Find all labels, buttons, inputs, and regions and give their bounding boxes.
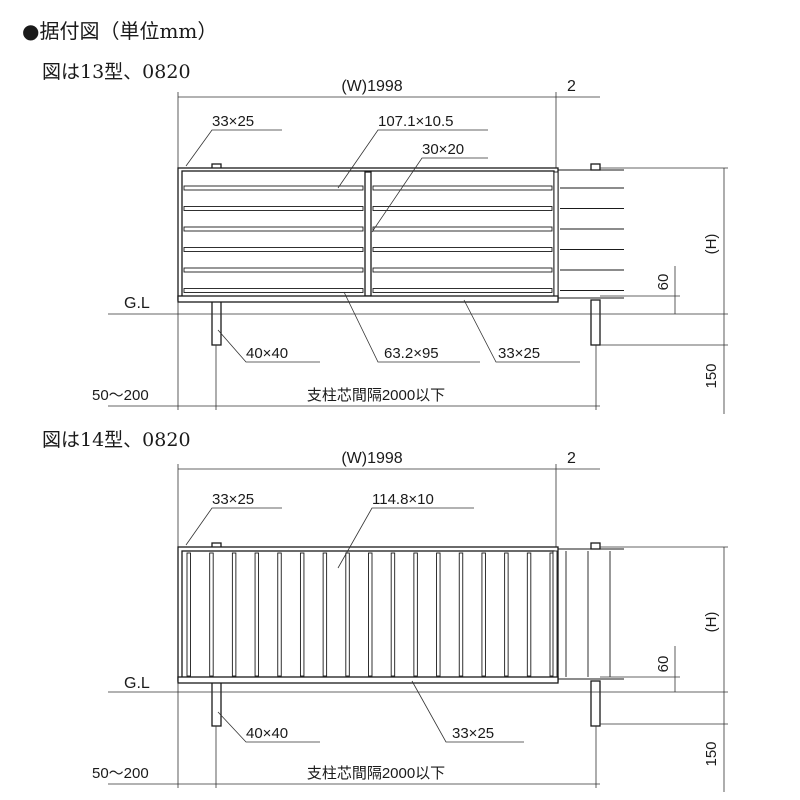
horizontal-slat bbox=[372, 267, 553, 273]
rail-label: 63.2×95 bbox=[384, 345, 439, 362]
post-label: 40×40 bbox=[246, 345, 288, 362]
vertical-slats bbox=[186, 550, 558, 679]
height-dimensions: (H) 60 150 bbox=[600, 167, 728, 414]
horizontal-slat bbox=[183, 267, 364, 273]
vertical-slat bbox=[390, 552, 396, 677]
gap-label: 2 bbox=[567, 450, 576, 467]
offset-60-label: 60 bbox=[655, 274, 672, 291]
horizontal-slat bbox=[372, 226, 553, 232]
width-label: (W)1998 bbox=[341, 78, 402, 95]
horizontal-slat bbox=[183, 226, 364, 232]
gl-label: G.L bbox=[124, 675, 150, 692]
mullion-label: 30×20 bbox=[422, 141, 464, 158]
base-150-label: 150 bbox=[703, 741, 720, 766]
figure-13: 図は13型、0820 (W)1998 2 bbox=[42, 61, 728, 414]
width-dimension: (W)1998 2 bbox=[177, 450, 600, 548]
horizontal-slat bbox=[183, 206, 364, 211]
next-panel-continuation bbox=[558, 548, 624, 680]
vertical-slat bbox=[436, 552, 441, 677]
spacing-label: 支柱芯間隔2000以下 bbox=[307, 387, 445, 404]
spacing-label: 支柱芯間隔2000以下 bbox=[307, 765, 445, 782]
vertical-slat bbox=[231, 552, 237, 677]
right-post bbox=[590, 299, 601, 346]
gap-label: 2 bbox=[567, 78, 576, 95]
continuation-slats bbox=[560, 187, 624, 291]
vertical-slat bbox=[322, 552, 328, 677]
figure-14: 図は14型、0820 (W)1998 2 bbox=[42, 429, 728, 792]
horizontal-slats bbox=[183, 171, 559, 297]
left-post bbox=[211, 299, 222, 346]
page-heading: ●据付図（単位mm） bbox=[22, 19, 217, 43]
bottom-label: 33×25 bbox=[498, 345, 540, 362]
post-label: 40×40 bbox=[246, 725, 288, 742]
range-label: 50〜200 bbox=[92, 765, 149, 782]
right-post-cap bbox=[590, 542, 601, 550]
slat-label: 107.1×10.5 bbox=[378, 113, 454, 130]
gl-label: G.L bbox=[124, 295, 150, 312]
height-label: (H) bbox=[703, 234, 720, 255]
offset-60-label: 60 bbox=[655, 656, 672, 673]
vertical-slat bbox=[504, 552, 509, 677]
vertical-slat bbox=[481, 552, 486, 677]
width-label: (W)1998 bbox=[341, 450, 402, 467]
bottom-rail bbox=[177, 295, 559, 303]
height-dimensions: (H) 60 150 bbox=[600, 546, 728, 792]
end-post-bar bbox=[552, 550, 558, 679]
fence-panel bbox=[177, 546, 559, 684]
figure-14-caption: 図は14型、0820 bbox=[42, 429, 191, 451]
continuation-slats bbox=[565, 551, 611, 677]
vertical-slat bbox=[458, 552, 464, 677]
vertical-slat bbox=[413, 552, 418, 677]
center-mullion bbox=[364, 171, 372, 297]
vertical-slat bbox=[526, 552, 532, 677]
bottom-label: 33×25 bbox=[452, 725, 494, 742]
slat-label: 114.8×10 bbox=[372, 491, 434, 508]
next-panel-continuation bbox=[558, 169, 624, 299]
frame-label: 33×25 bbox=[212, 491, 254, 508]
range-label: 50〜200 bbox=[92, 387, 149, 404]
vertical-slat bbox=[254, 552, 260, 677]
horizontal-slat bbox=[372, 206, 553, 211]
vertical-slat bbox=[277, 552, 282, 677]
vertical-slat bbox=[299, 552, 305, 677]
right-post bbox=[590, 680, 601, 727]
bottom-dimensions: 50〜200 支柱芯間隔2000以下 bbox=[92, 683, 600, 788]
horizontal-slat bbox=[372, 288, 553, 293]
vertical-slat bbox=[186, 552, 191, 677]
horizontal-slat bbox=[372, 185, 553, 191]
panel-inner-frame bbox=[181, 550, 555, 679]
base-150-label: 150 bbox=[703, 363, 720, 388]
horizontal-slat bbox=[183, 288, 364, 293]
frame-label: 33×25 bbox=[212, 113, 254, 130]
annotations: 33×25 114.8×10 40×40 33×25 bbox=[185, 491, 524, 743]
width-dimension: (W)1998 2 bbox=[177, 78, 600, 168]
ground-line: G.L bbox=[108, 295, 600, 315]
right-post-cap bbox=[590, 163, 601, 171]
horizontal-slat bbox=[183, 247, 364, 252]
height-label: (H) bbox=[703, 612, 720, 633]
ground-line: G.L bbox=[108, 675, 600, 693]
vertical-slat bbox=[209, 552, 214, 677]
bottom-rail bbox=[177, 676, 559, 684]
horizontal-slat bbox=[372, 247, 553, 252]
vertical-slat bbox=[368, 552, 373, 677]
figure-13-caption: 図は13型、0820 bbox=[42, 61, 191, 83]
end-post-bar bbox=[553, 171, 559, 297]
horizontal-slat bbox=[183, 185, 364, 191]
fence-panel bbox=[177, 167, 559, 303]
left-post bbox=[211, 680, 222, 727]
annotations: 33×25 107.1×10.5 30×20 40×40 63.2×95 33×… bbox=[185, 113, 580, 363]
vertical-slat bbox=[345, 552, 350, 677]
bottom-dimensions: 50〜200 支柱芯間隔2000以下 bbox=[92, 302, 600, 410]
